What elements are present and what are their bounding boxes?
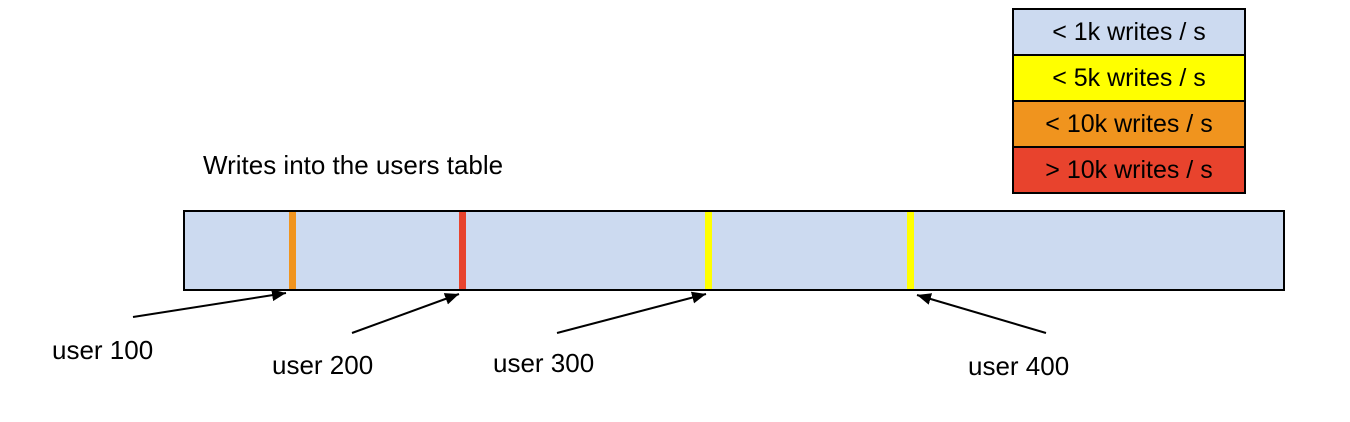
arrow-user-300 xyxy=(556,291,707,334)
legend-item-lt-5k-label: < 5k writes / s xyxy=(1052,63,1206,92)
diagram-title: Writes into the users table xyxy=(203,150,504,180)
users-table-bar xyxy=(183,210,1285,291)
label-user-300: user 300 xyxy=(493,348,595,378)
label-user-200: user 200 xyxy=(272,350,374,380)
legend-item-lt-1k-label: < 1k writes / s xyxy=(1052,17,1206,46)
arrow-user-200 xyxy=(351,293,460,334)
label-user-400: user 400 xyxy=(968,351,1070,381)
hotspot-marker-user-400 xyxy=(907,212,914,289)
arrow-user-400 xyxy=(916,293,1047,334)
legend: < 1k writes / s < 5k writes / s < 10k wr… xyxy=(1012,8,1246,194)
label-user-100: user 100 xyxy=(52,335,154,365)
arrow-user-100 xyxy=(132,289,287,318)
hotspot-marker-user-300 xyxy=(705,212,712,289)
legend-item-lt-5k: < 5k writes / s xyxy=(1014,56,1244,102)
hotspot-marker-user-200 xyxy=(459,212,466,289)
legend-item-lt-1k: < 1k writes / s xyxy=(1014,10,1244,56)
legend-item-lt-10k-label: < 10k writes / s xyxy=(1045,109,1213,138)
legend-item-gt-10k-label: > 10k writes / s xyxy=(1045,155,1213,184)
legend-item-lt-10k: < 10k writes / s xyxy=(1014,102,1244,148)
legend-item-gt-10k: > 10k writes / s xyxy=(1014,148,1244,192)
hotspot-marker-user-100 xyxy=(289,212,296,289)
